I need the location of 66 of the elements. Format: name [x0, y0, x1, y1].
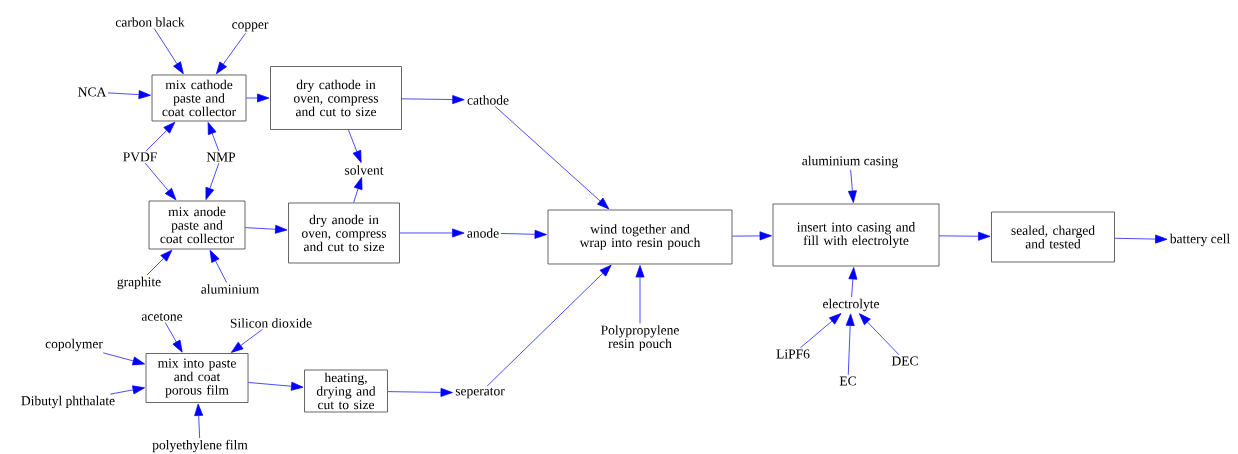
arrow — [194, 403, 204, 439]
arrow — [216, 32, 246, 75]
arrow — [387, 387, 453, 397]
material-label: seperator — [455, 387, 505, 399]
arrow — [102, 352, 145, 366]
process-box: mix into paste and coat porous film — [145, 353, 249, 403]
material-label: aluminium — [201, 284, 260, 294]
arrow — [109, 385, 145, 395]
arrow — [245, 224, 288, 234]
material-label: Polypropylene resin pouch — [601, 325, 679, 351]
material-label: cathode — [467, 95, 509, 105]
arrow — [858, 313, 900, 356]
material-label: acetone — [141, 313, 183, 321]
material-label: polyethylene film — [152, 439, 248, 453]
process-box: dry anode in oven, compress and cut to size — [288, 202, 400, 264]
arrow — [500, 229, 547, 239]
material-label: aluminium casing — [802, 155, 898, 169]
process-box: insert into casing and fill with electrolyte — [772, 203, 940, 267]
arrow — [939, 231, 991, 241]
material-label: NMP — [206, 152, 236, 162]
process-box: mix anode paste and coat collector — [148, 200, 246, 250]
process-box: sealed, charged and tested — [991, 211, 1115, 263]
material-label: copolymer — [45, 338, 103, 352]
material-label: anode — [467, 228, 499, 238]
arrow — [209, 250, 228, 283]
arrow — [107, 90, 151, 100]
process-box: wind together and wrap into resin pouch — [547, 209, 733, 265]
material-label: graphite — [117, 276, 161, 290]
arrow — [635, 265, 645, 324]
material-label: electrolyte — [823, 298, 880, 312]
arrow — [248, 381, 304, 391]
arrow — [494, 106, 610, 210]
material-label: solvent — [345, 165, 384, 175]
arrow — [144, 162, 177, 201]
arrow — [207, 122, 220, 152]
arrow — [164, 322, 183, 353]
material-label: DEC — [891, 356, 918, 366]
arrow — [486, 264, 612, 387]
arrow — [353, 177, 363, 203]
material-label: NCA — [78, 87, 107, 97]
arrow — [845, 313, 855, 376]
material-label: copper — [232, 22, 269, 32]
material-label: battery cell — [1169, 233, 1230, 247]
arrow — [153, 28, 184, 75]
arrow — [847, 169, 857, 203]
material-label: EC — [839, 376, 856, 386]
material-label: LiPF6 — [776, 349, 810, 359]
material-label: Dibutyl phthalate — [21, 395, 115, 409]
material-label: Silicon dioxide — [230, 318, 312, 328]
arrow — [1114, 234, 1168, 244]
arrow — [348, 129, 362, 163]
arrow — [146, 249, 173, 276]
process-box: dry cathode in oven, compress and cut to size — [270, 66, 402, 130]
arrow — [848, 267, 858, 298]
process-box: heating, drying and cut to size — [304, 369, 388, 413]
arrow — [732, 231, 772, 241]
arrow — [800, 313, 842, 349]
process-box: mix cathode paste and coat collector — [151, 74, 247, 122]
arrow — [231, 329, 263, 353]
arrow — [399, 228, 465, 238]
material-label: carbon black — [115, 17, 185, 27]
arrow — [145, 121, 176, 152]
arrow — [401, 95, 465, 104]
material-label: PVDF — [123, 152, 157, 162]
arrow — [205, 162, 220, 200]
arrow — [246, 93, 270, 103]
